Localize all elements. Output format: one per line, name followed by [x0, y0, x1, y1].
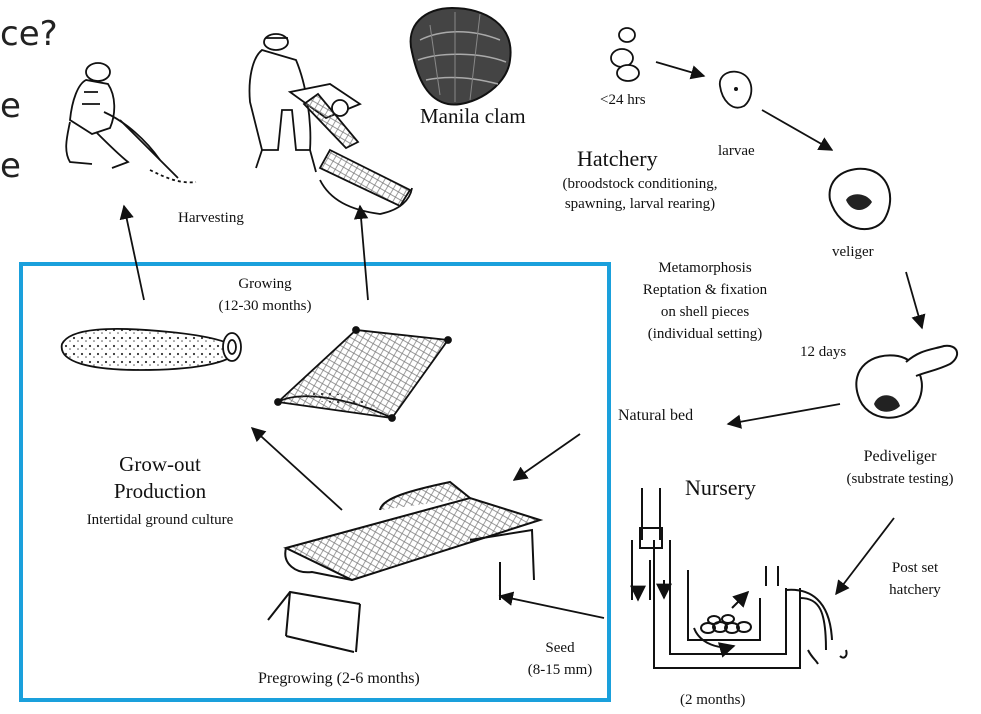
- metamorphosis-line-1: Metamorphosis: [605, 260, 805, 277]
- growing-line-1: Growing: [190, 276, 340, 293]
- growout-title-1: Grow-out: [50, 452, 270, 476]
- post-set-line-1: Post set: [870, 560, 960, 577]
- rolled-culture-bag-icon: [62, 329, 241, 370]
- post-set-line-2: hatchery: [870, 582, 960, 599]
- manila-clam-label: Manila clam: [420, 104, 526, 128]
- veliger-icon: [830, 169, 891, 229]
- metamorphosis-line-4: (individual setting): [605, 326, 805, 343]
- flat-culture-net-icon: [275, 327, 451, 421]
- pregrowing-label: Pregrowing (2-6 months): [258, 670, 420, 688]
- metamorphosis-line-2: Reptation & fixation: [605, 282, 805, 299]
- nursery-duration: (2 months): [680, 692, 745, 709]
- egg-cells-icon: [611, 28, 639, 81]
- days-12-label: 12 days: [800, 344, 846, 361]
- hatchery-title: Hatchery: [577, 146, 658, 171]
- growout-title-2: Production: [50, 479, 270, 503]
- harvesting-label: Harvesting: [178, 210, 244, 227]
- hatchery-detail-2: spawning, larval rearing): [515, 196, 765, 213]
- clam-digger-figure-icon: [66, 63, 196, 182]
- pediveliger-detail: (substrate testing): [820, 471, 980, 488]
- growout-subtitle: Intertidal ground culture: [30, 512, 290, 529]
- nursery-tank-icon: [632, 488, 847, 668]
- veliger-label: veliger: [832, 244, 874, 261]
- growing-line-2: (12-30 months): [190, 298, 340, 315]
- manila-clam-shell-icon: [411, 8, 511, 105]
- seed-line-1: Seed: [515, 640, 605, 657]
- metamorphosis-line-3: on shell pieces: [605, 304, 805, 321]
- pediveliger-label: Pediveliger: [820, 448, 980, 466]
- seed-line-2: (8-15 mm): [510, 662, 610, 679]
- pregrowing-trays-icon: [268, 482, 540, 652]
- time-24h-label: <24 hrs: [600, 92, 646, 109]
- larvae-label: larvae: [718, 143, 755, 160]
- pediveliger-icon: [856, 346, 957, 418]
- hatchery-detail-1: (broodstock conditioning,: [515, 176, 765, 193]
- larvae-icon: [720, 72, 752, 108]
- nursery-title: Nursery: [685, 475, 756, 500]
- natural-bed-label: Natural bed: [618, 407, 693, 425]
- mechanical-harvester-icon: [250, 34, 413, 214]
